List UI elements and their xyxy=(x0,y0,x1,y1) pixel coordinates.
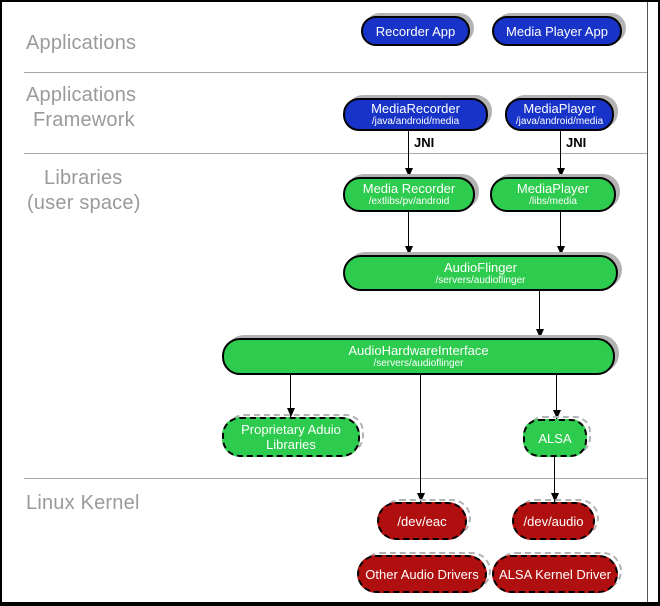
node-label: Other Audio Drivers xyxy=(365,566,479,582)
node-alsa: ALSA xyxy=(523,419,587,457)
arrowhead-down-icon xyxy=(551,493,559,502)
node-label: Proprietary Aduio Libraries xyxy=(241,422,341,452)
connector-ahi-deveac-line xyxy=(420,375,421,502)
node-path: /extlibs/pv/android xyxy=(368,196,450,207)
connector-mediaplayer-jni-line xyxy=(560,131,561,177)
connector-mediarecorder-audioflinger-line xyxy=(408,212,409,255)
node-recorder-app: Recorder App xyxy=(361,16,470,46)
node-label: MediaPlayer xyxy=(523,101,596,116)
node-path: /java/android/media xyxy=(515,116,604,127)
arrowhead-down-icon xyxy=(557,246,565,255)
node-label: ALSA Kernel Driver xyxy=(499,566,611,582)
node-path: /servers/audioflinger xyxy=(373,358,464,369)
arrowhead-down-icon xyxy=(405,168,413,177)
node-path: /libs/media xyxy=(529,196,577,207)
layer-divider-applications-framework xyxy=(24,72,647,73)
node-label: AudioFlinger xyxy=(444,259,517,275)
jni-label-right: JNI xyxy=(566,135,587,150)
connector-alsa-devaudio-line xyxy=(554,457,555,502)
arrowhead-down-icon xyxy=(557,168,565,177)
layer-label-text: Framework xyxy=(33,109,135,131)
node-label: AudioHardwareInterface xyxy=(348,343,489,358)
arrowhead-down-icon xyxy=(536,329,544,338)
node-audiohardwareinterface: AudioHardwareInterface /servers/audiofli… xyxy=(222,338,615,375)
layer-label-linux-kernel: Linux Kernel xyxy=(26,491,140,516)
node-mediarecorder-framework: MediaRecorder /java/android/media xyxy=(343,98,488,131)
connector-mediarecorder-jni-line xyxy=(408,131,409,177)
node-label: /dev/eac xyxy=(397,513,447,529)
node-media-player-app: Media Player App xyxy=(492,16,622,46)
node-path: /servers/audioflinger xyxy=(435,274,526,286)
connector-ahi-proprietary-line xyxy=(290,375,291,417)
layer-label-text: Applications xyxy=(26,84,137,106)
jni-label-left: JNI xyxy=(414,135,435,150)
connector-audioflinger-ahi-line xyxy=(539,291,540,338)
node-audioflinger: AudioFlinger /servers/audioflinger xyxy=(343,255,618,291)
layer-divider-framework-libraries xyxy=(24,153,647,154)
node-label: MediaPlayer xyxy=(516,181,590,196)
arrowhead-down-icon xyxy=(287,408,295,417)
node-proprietary-audio-libraries: Proprietary Aduio Libraries xyxy=(222,417,360,457)
node-label: MediaRecorder xyxy=(371,101,460,116)
node-mediaplayer-lib: MediaPlayer /libs/media xyxy=(490,177,616,212)
node-alsa-kernel-driver: ALSA Kernel Driver xyxy=(492,555,618,593)
node-label: Recorder App xyxy=(375,23,456,39)
layer-label-applications-framework: Applications Framework xyxy=(26,83,136,133)
node-mediaplayer-framework: MediaPlayer /java/android/media xyxy=(505,98,614,131)
connector-mediaplayer-audioflinger-line xyxy=(560,212,561,255)
arrowhead-down-icon xyxy=(405,246,413,255)
node-label: Media Recorder xyxy=(362,181,456,196)
layer-label-text: Applications xyxy=(26,32,137,54)
node-other-audio-drivers: Other Audio Drivers xyxy=(357,555,487,593)
arrowhead-down-icon xyxy=(417,493,425,502)
arrowhead-down-icon xyxy=(553,410,561,419)
node-dev-eac: /dev/eac xyxy=(377,502,467,540)
node-label: ALSA xyxy=(538,430,572,446)
node-label: Media Player App xyxy=(506,23,608,39)
layer-label-applications: Applications xyxy=(26,31,136,56)
layer-label-libraries: Libraries (user space) xyxy=(27,166,141,216)
layer-label-text: (user space) xyxy=(27,192,141,214)
node-label: /dev/audio xyxy=(523,513,584,529)
connector-ahi-alsa-line xyxy=(556,375,557,419)
right-margin-line xyxy=(647,0,648,606)
node-path: /java/android/media xyxy=(371,116,460,127)
layer-divider-libraries-kernel xyxy=(24,478,647,479)
node-media-recorder-lib: Media Recorder /extlibs/pv/android xyxy=(343,177,475,212)
layer-label-text: Libraries xyxy=(44,167,123,189)
layer-label-text: Linux Kernel xyxy=(26,492,140,514)
node-dev-audio: /dev/audio xyxy=(512,502,595,540)
